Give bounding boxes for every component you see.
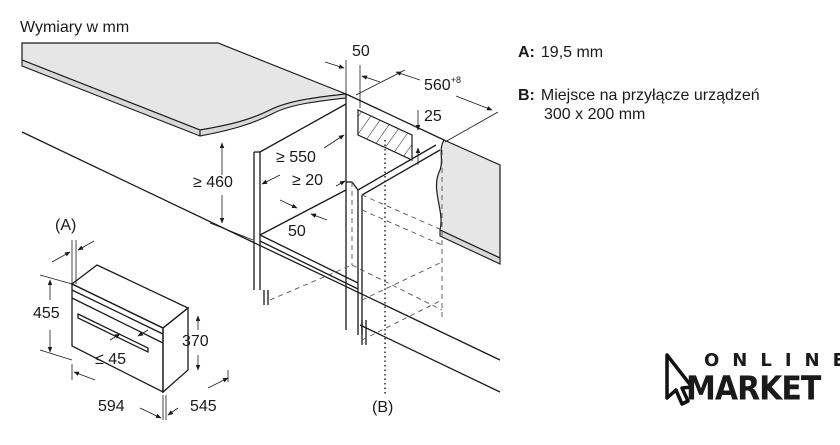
dim-shelf-gap: 50: [288, 223, 306, 240]
dim-niche-depth-value: 560: [424, 77, 451, 94]
left-countertop: [21, 42, 347, 137]
wall-top-edge: [345, 93, 445, 141]
online-market-logo: ONLINE MARKET: [664, 350, 840, 410]
cursor-arrow-icon: [665, 353, 694, 406]
dim-device-height: 455: [33, 305, 60, 322]
dim-device-width: 594: [98, 398, 125, 415]
legend-b-text-line1: Miejsce na przyłącze urządzeń: [540, 87, 760, 104]
connection-area: [357, 109, 413, 161]
oven-device: [39, 240, 229, 420]
dim-vent-offset: 25: [424, 108, 442, 125]
dim-gap-top: 50: [352, 43, 370, 60]
legend-a-text: 19,5 mm: [540, 44, 604, 61]
marker-a: (A): [55, 217, 77, 234]
dim-niche-depth-tolerance: +8: [450, 75, 461, 85]
legend-a-key: A:: [518, 44, 535, 61]
floor-lines: [21, 131, 501, 393]
legend-b-text-line2: 300 x 200 mm: [544, 106, 646, 123]
legend-a: A: 19,5 mm: [518, 43, 603, 62]
niche-cabinet: [253, 94, 441, 345]
dim-door-protrusion: ≤ 45: [95, 351, 127, 368]
marker-b: (B): [372, 399, 394, 416]
legend-b-key: B:: [518, 87, 535, 104]
dim-niche-depth-min: ≥ 550: [276, 149, 316, 166]
dim-device-inner-height: 370: [182, 333, 209, 350]
dim-side-gap-min: ≥ 20: [292, 172, 324, 189]
dimension-lines: [209, 60, 499, 241]
logo-text-market: MARKET: [686, 370, 821, 409]
legend-b: B: Miejsce na przyłącze urządzeń 300 x 20…: [518, 86, 760, 124]
dim-niche-depth: 560+8: [424, 76, 461, 94]
dim-niche-height-min: ≥ 460: [193, 174, 233, 191]
dim-device-depth: 545: [190, 398, 217, 415]
logo-text-online: ONLINE: [704, 350, 840, 371]
hidden-device-outline: [269, 150, 443, 341]
diagram-title: Wymiary w mm: [20, 19, 130, 36]
right-countertop: [435, 139, 501, 265]
